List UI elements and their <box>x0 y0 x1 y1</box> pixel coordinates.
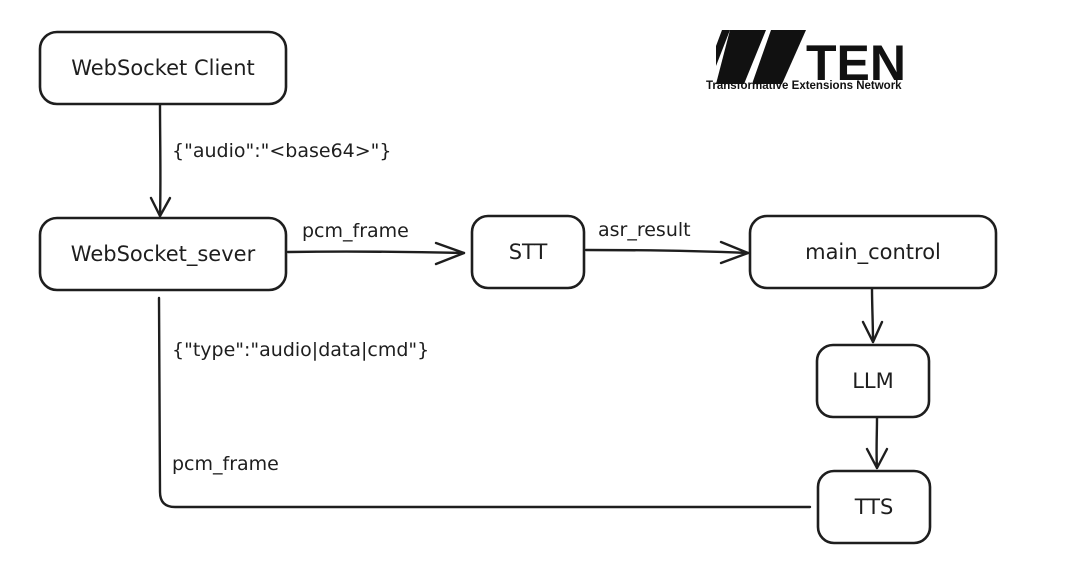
node-stt: STT <box>470 214 586 290</box>
edge-llm-to-tts <box>865 416 889 470</box>
edge-line <box>157 296 812 509</box>
node-label: TTS <box>854 495 894 519</box>
node-main-control: main_control <box>748 214 998 290</box>
edge-label-type-note: {"type":"audio|data|cmd"} <box>172 339 429 361</box>
arrowhead-icon <box>434 241 466 266</box>
node-label: LLM <box>852 369 894 393</box>
node-llm: LLM <box>815 343 931 419</box>
arrowhead-icon <box>865 447 889 470</box>
edge-line <box>870 286 875 344</box>
edge-label-pcm-frame-out: pcm_frame <box>172 453 279 475</box>
node-label: WebSocket Client <box>71 56 255 80</box>
logo-tagline: Transformative Extensions Network <box>706 80 902 92</box>
ten-logo: TEN Transformative Extensions Network <box>706 30 906 92</box>
node-tts: TTS <box>816 469 932 545</box>
ten-logo-mark-icon <box>716 30 806 84</box>
edge-stt-to-main-control <box>584 240 750 265</box>
arrowhead-icon <box>861 320 884 344</box>
arrowhead-icon <box>149 196 172 218</box>
edge-tts-to-server <box>157 296 812 509</box>
node-websocket-client: WebSocket Client <box>38 30 288 106</box>
edge-label-audio-payload: {"audio":"<base64>"} <box>172 140 392 162</box>
logo-wordmark: TEN <box>806 35 906 91</box>
arrowhead-icon <box>719 240 750 265</box>
edge-server-to-stt <box>286 241 466 266</box>
node-label: main_control <box>805 240 941 265</box>
node-label: STT <box>509 240 548 264</box>
edge-label-asr-result: asr_result <box>598 219 691 241</box>
edge-main-control-to-llm <box>861 286 884 344</box>
edge-line <box>286 250 466 255</box>
edge-label-pcm-frame-in: pcm_frame <box>302 220 409 242</box>
node-label: WebSocket_sever <box>71 242 256 267</box>
edge-line <box>584 248 750 255</box>
edge-client-to-server <box>149 102 172 218</box>
node-websocket-server: WebSocket_sever <box>38 216 288 292</box>
